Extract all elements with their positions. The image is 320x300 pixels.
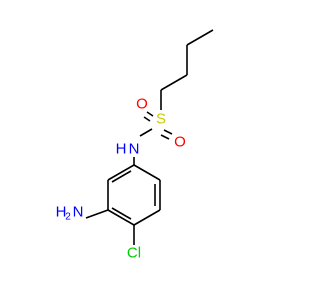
- atom-amine-h: H: [56, 204, 67, 221]
- bond-s-o-top-b: [143, 116, 151, 122]
- bond-butyl-3: [160, 74, 188, 91]
- bond-s-o-bottom-b: [160, 134, 170, 140]
- bond-ring-6: [107, 164, 135, 181]
- atom-amine-subscript: 2: [65, 212, 71, 223]
- atom-oxygen-top: O: [136, 96, 148, 113]
- atom-oxygen-bottom: O: [174, 134, 186, 151]
- bond-butyl-1: [186, 29, 214, 46]
- bond-ring-4: [107, 209, 135, 226]
- bond-s-o-bottom-a: [163, 129, 173, 135]
- bond-s-n: [139, 128, 153, 137]
- bond-group: [85, 29, 214, 245]
- atom-nitrogen-h: H: [116, 141, 127, 158]
- bond-s-o-top-a: [146, 111, 154, 117]
- bond-ring-amine: [85, 209, 109, 219]
- atom-chlorine: Cl: [127, 245, 141, 262]
- atom-label-group: O S O N H H 2 N Cl: [56, 96, 186, 262]
- bond-ring-inner-3: [111, 170, 132, 183]
- bond-ring-1: [133, 164, 161, 181]
- atom-sulfur: S: [156, 111, 166, 128]
- bond-ring-inner-2: [111, 207, 132, 220]
- molecule-structure: O S O N H H 2 N Cl: [56, 29, 214, 262]
- bond-ring-3: [133, 209, 161, 226]
- atom-amine-n: N: [73, 204, 84, 221]
- atom-nitrogen-nh: N: [129, 141, 140, 158]
